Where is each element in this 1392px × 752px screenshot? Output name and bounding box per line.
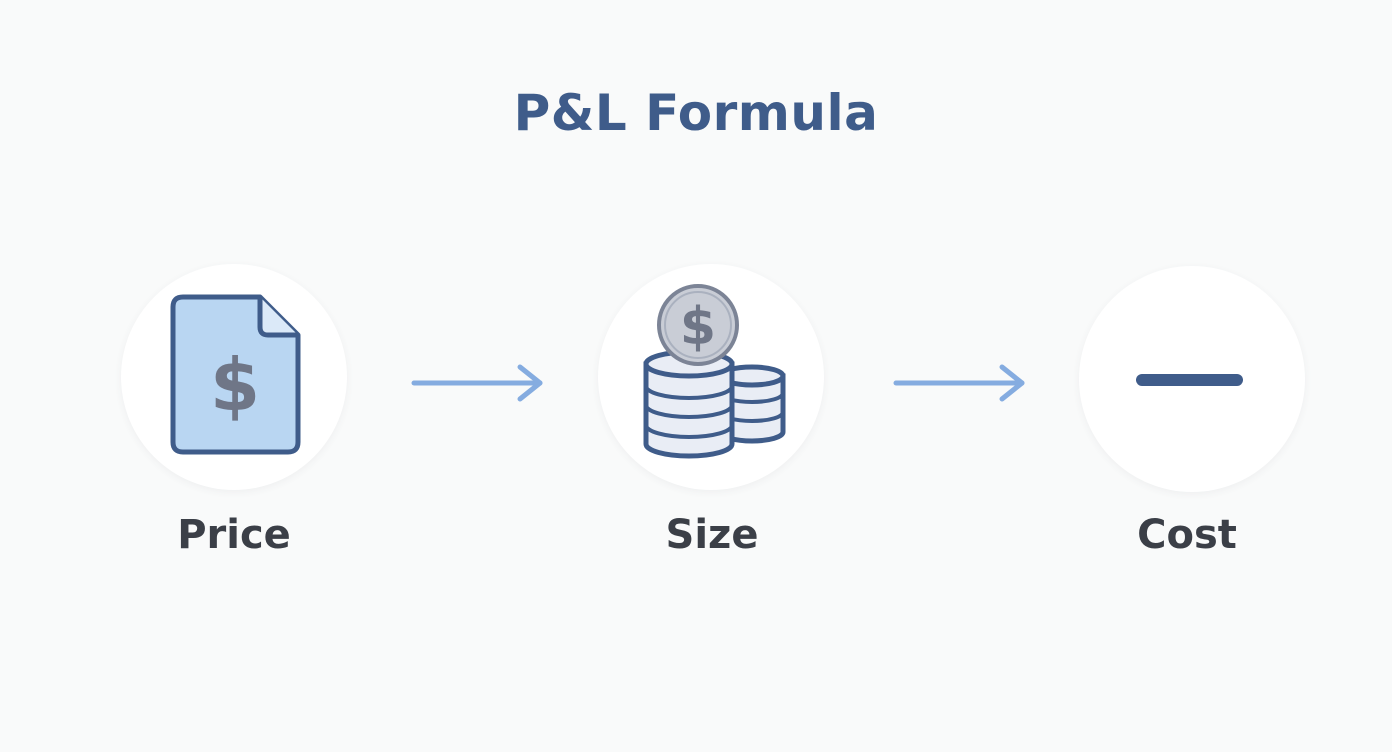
diagram-title: P&L Formula <box>513 84 879 142</box>
right-arrow-icon <box>893 364 1025 402</box>
price-label: Price <box>177 512 291 558</box>
cost-label: Cost <box>1137 512 1237 558</box>
dollar-document-icon: $ <box>170 294 301 455</box>
size-label: Size <box>665 512 759 558</box>
size-node: $ <box>598 264 824 490</box>
cost-node <box>1079 266 1305 492</box>
price-node: $ <box>121 264 347 490</box>
coin-stack-icon: $ <box>643 284 786 459</box>
minus-icon <box>1136 374 1243 386</box>
svg-text:$: $ <box>680 297 716 357</box>
right-arrow-icon <box>411 364 543 402</box>
svg-text:$: $ <box>210 343 260 427</box>
